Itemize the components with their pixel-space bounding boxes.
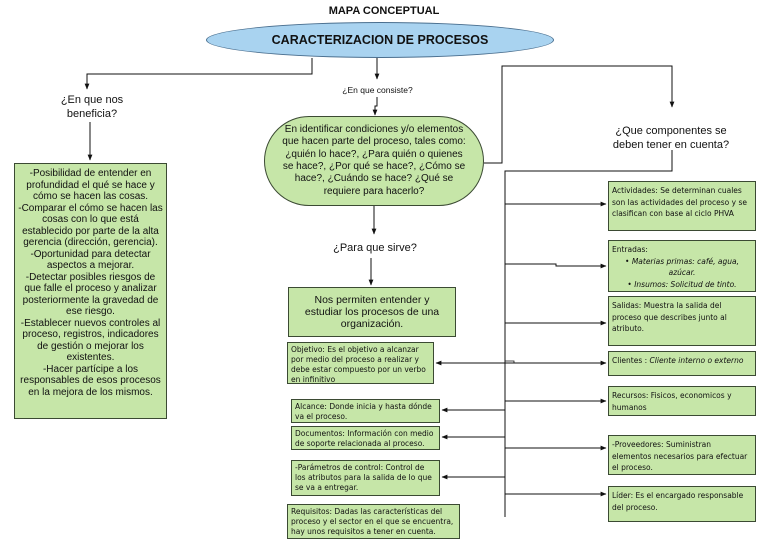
component-label: Objetivo: — [291, 345, 325, 354]
component-text: Control de los atributos para la salida … — [295, 463, 432, 492]
component-label: Actividades: — [612, 186, 658, 195]
component-lider: Líder: Es el encargado responsable del p… — [608, 486, 756, 522]
component-label: Entradas: — [612, 245, 648, 254]
component-actividades: Actividades: Se determinan cuales son la… — [608, 181, 756, 231]
component-text: Se determinan cuales son las actividades… — [612, 186, 747, 218]
consiste-answer-text: En identificar condiciones y/o elementos… — [282, 124, 466, 197]
page-title: MAPA CONCEPTUAL — [328, 5, 440, 17]
component-text: Donde inicia y hasta dónde va el proceso… — [295, 402, 432, 421]
central-concept-label: CARACTERIZACION DE PROCESOS — [271, 33, 489, 47]
component-entradas: Entradas: Materias primas: café, agua, a… — [608, 240, 756, 292]
component-label: -Parámetros de control: — [295, 463, 384, 472]
component-text: Muestra la salida del proceso que descri… — [612, 301, 727, 333]
question-componentes: ¿Que componentes se deben tener en cuent… — [612, 125, 730, 151]
component-text: Cliente interno o externo — [647, 356, 744, 365]
connector-left — [84, 58, 313, 90]
component-documentos: Documentos: Información con medio de sop… — [291, 426, 440, 450]
question-beneficia: ¿En que nos beneficia? — [60, 94, 124, 120]
benefits-box: -Posibilidad de entender en profundidad … — [14, 163, 167, 419]
component-alcance: Alcance: Donde inicia y hasta dónde va e… — [291, 399, 440, 423]
component-text: Suministran elementos necesarios para ef… — [612, 440, 748, 472]
component-label: Clientes : — [612, 356, 648, 365]
component-objetivo: Objetivo: Es el objetivo a alcanzar por … — [287, 342, 434, 384]
question-sirve: ¿Para que sirve? — [333, 242, 417, 254]
component-label: Líder: — [612, 491, 634, 500]
component-label: -Proveedores: — [612, 440, 664, 449]
sirve-answer: Nos permiten entender y estudiar los pro… — [288, 287, 456, 337]
component-label: Alcance: — [295, 402, 327, 411]
component-clientes: Clientes : Cliente interno o externo — [608, 351, 756, 376]
arrow-entradas — [505, 263, 607, 269]
component-parametros: -Parámetros de control: Control de los a… — [291, 460, 440, 496]
component-label: Salidas: — [612, 301, 642, 310]
benefit-item: -Posibilidad de entender en profundidad … — [26, 168, 155, 202]
component-text: Es el encargado responsable del proceso. — [612, 491, 744, 512]
central-concept: CARACTERIZACION DE PROCESOS — [206, 22, 554, 58]
benefit-item: -Oportunidad para detectar aspectos a me… — [30, 248, 151, 272]
connector-consiste — [372, 97, 378, 116]
entradas-list: Materias primas: café, agua, azúcar. Ins… — [612, 256, 752, 291]
benefit-item: -Establecer nuevos controles al proceso,… — [20, 317, 161, 364]
component-label: Requisitos: — [291, 507, 333, 516]
benefit-item: -Hacer partícipe a los responsables de e… — [20, 363, 161, 398]
entradas-item: Insumos: Solicitud de tinto. — [612, 279, 752, 291]
question-consiste: ¿En que consiste? — [342, 85, 413, 95]
connector-right — [484, 65, 675, 164]
benefit-item: -Comparar el cómo se hacen las cosas con… — [18, 202, 163, 249]
connector-spine-top — [504, 150, 673, 517]
component-text: Es el objetivo a alcanzar por medio del … — [291, 345, 426, 384]
component-salidas: Salidas: Muestra la salida del proceso q… — [608, 296, 756, 346]
component-proveedores: -Proveedores: Suministran elementos nece… — [608, 435, 756, 475]
component-label: Documentos: — [295, 429, 345, 438]
component-recursos: Recursos: Fisicos, economicos y humanos — [608, 386, 756, 416]
component-text: Fisicos, economicos y humanos — [612, 391, 732, 412]
benefit-item: -Detectar posibles riesgos de que falle … — [22, 271, 159, 318]
component-text: Dadas las características del proceso y … — [291, 507, 454, 536]
entradas-item: Materias primas: café, agua, azúcar. — [612, 256, 752, 279]
component-label: Recursos: — [612, 391, 649, 400]
component-text: Información con medio de soporte relacio… — [295, 429, 434, 448]
component-requisitos: Requisitos: Dadas las características de… — [287, 504, 460, 539]
consiste-answer: En identificar condiciones y/o elementos… — [264, 116, 484, 206]
sirve-answer-text: Nos permiten entender y estudiar los pro… — [304, 294, 440, 330]
